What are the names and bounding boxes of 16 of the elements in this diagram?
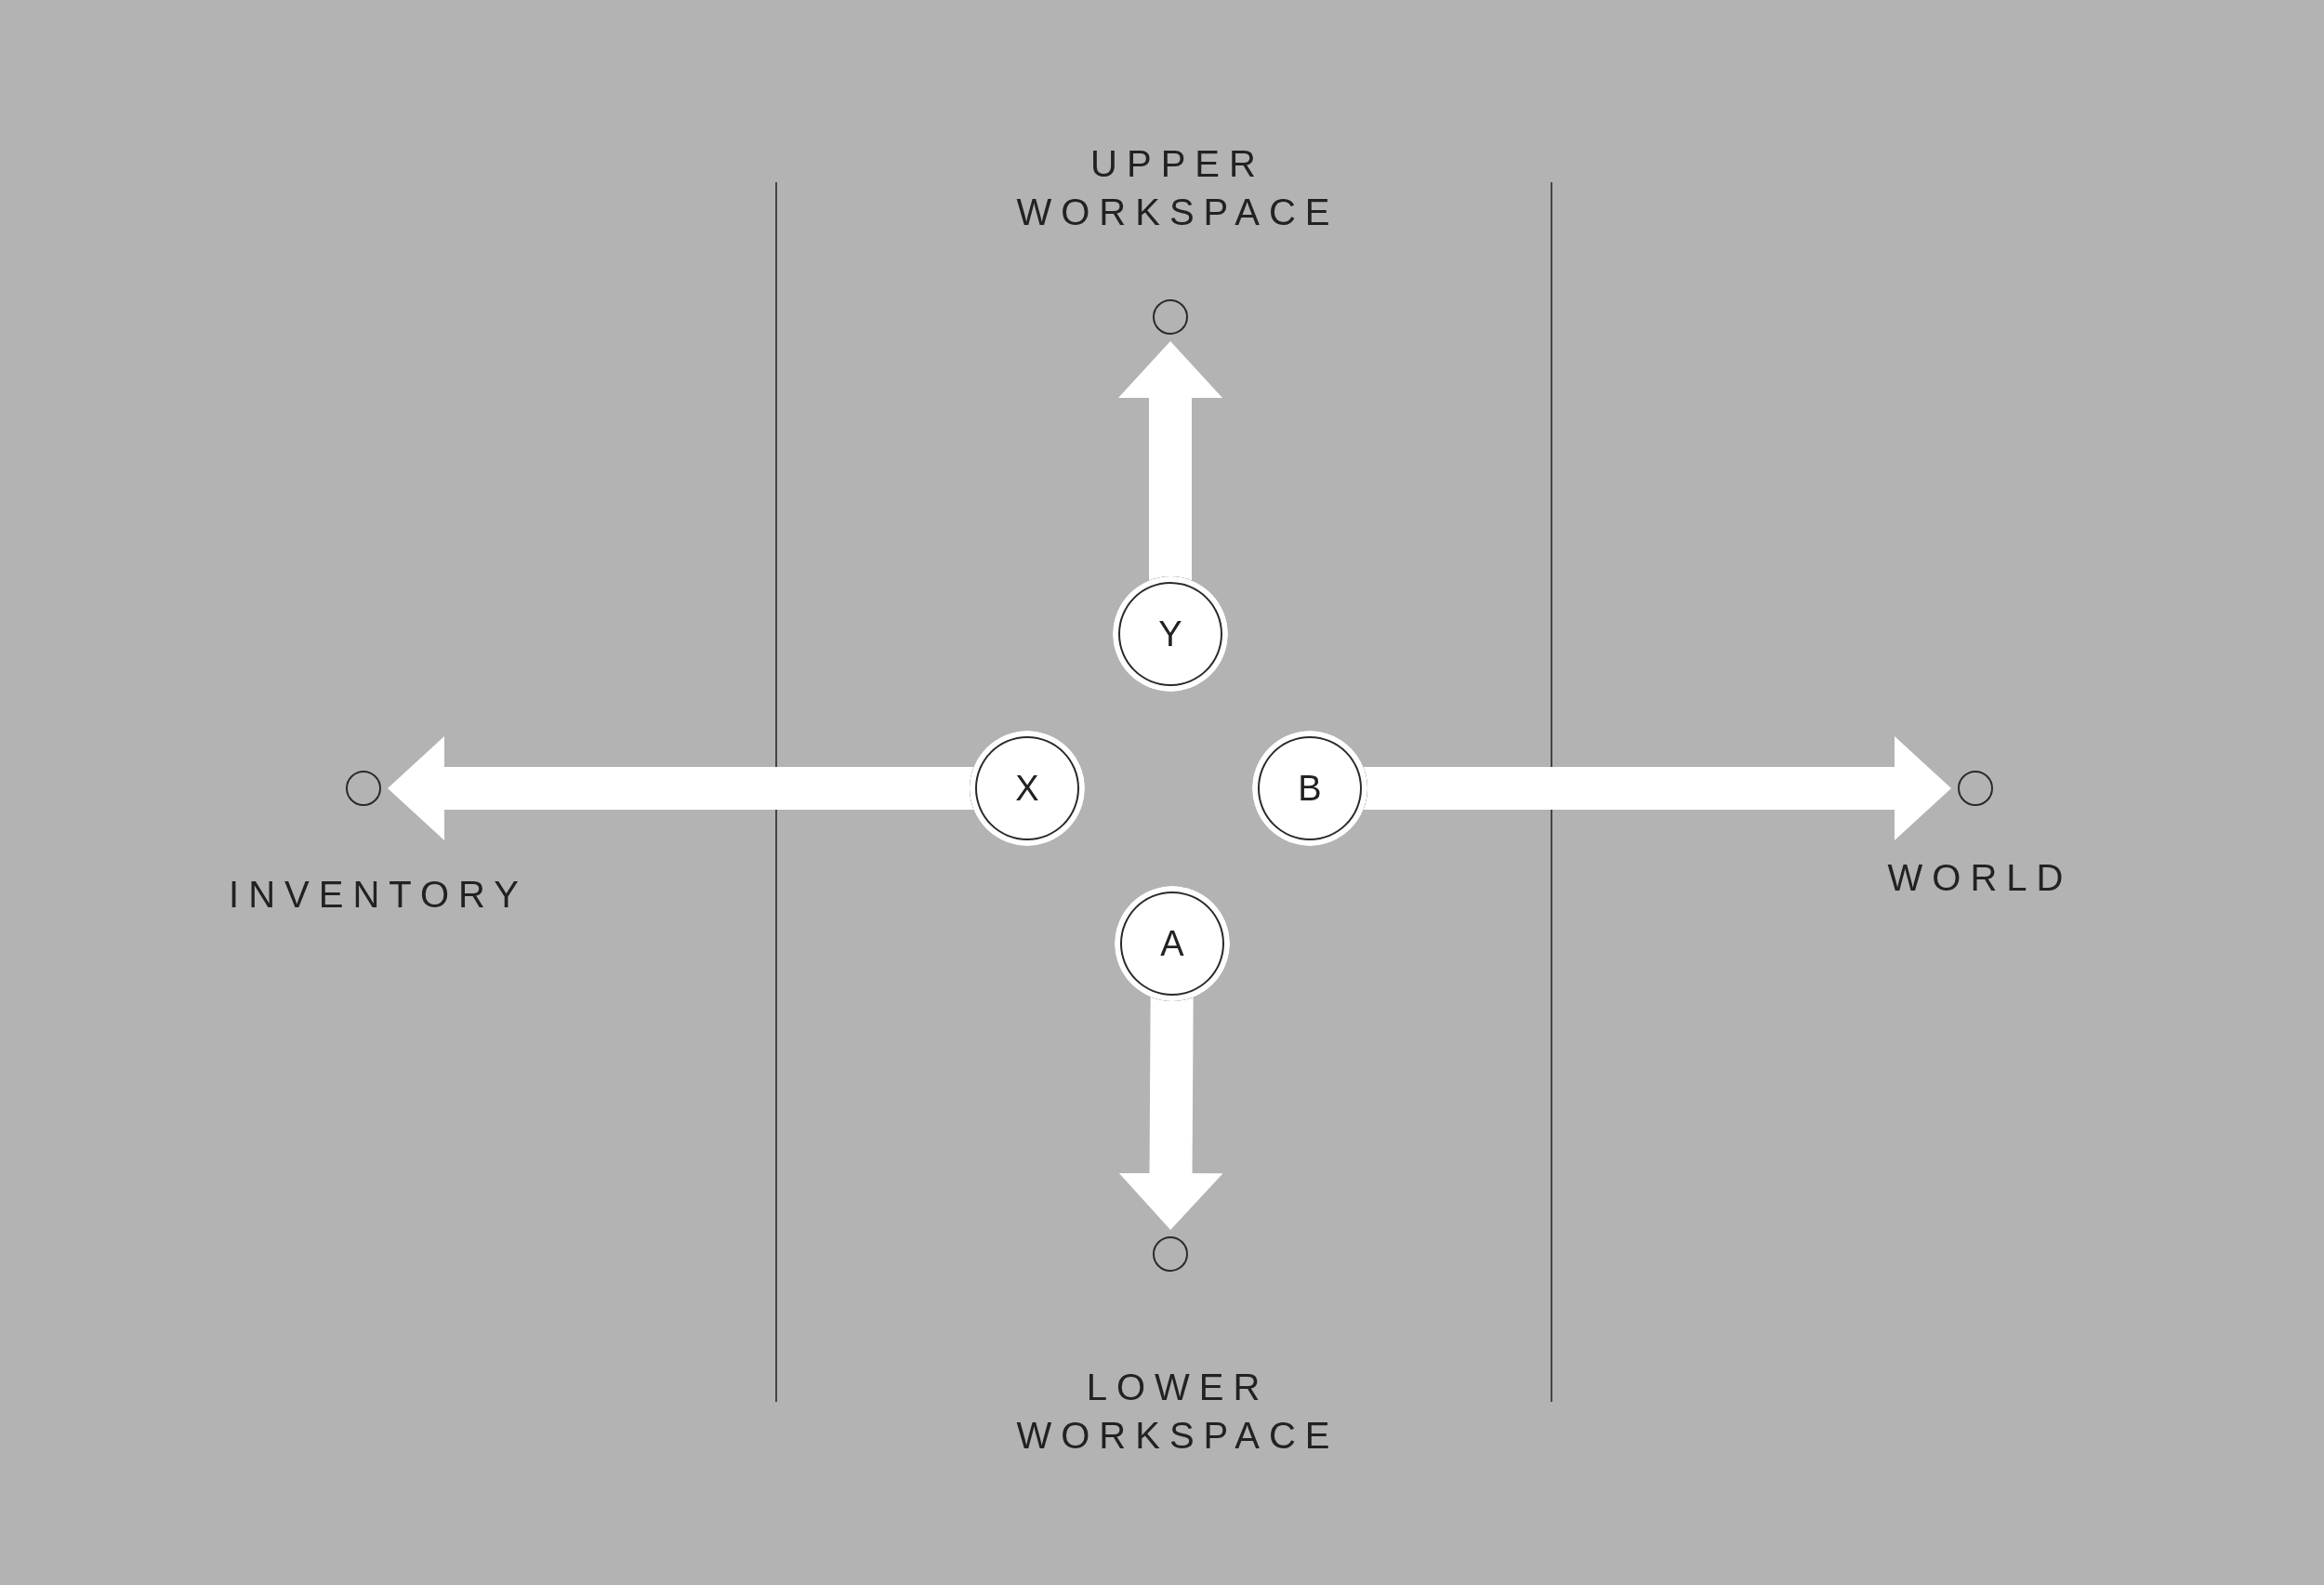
- target-circle: [346, 771, 381, 806]
- arrow: [1364, 736, 1951, 840]
- target-circle: [1153, 299, 1188, 335]
- zone-label: UPPER WORKSPACE: [1015, 142, 1340, 234]
- zone-label: WORLD: [1886, 856, 2073, 900]
- controller-button: B: [1252, 731, 1367, 846]
- target-circle: [1958, 771, 1993, 806]
- arrow: [1118, 341, 1222, 580]
- zone-label: INVENTORY: [228, 873, 528, 917]
- zone-label: LOWER WORKSPACE: [1015, 1366, 1340, 1458]
- controller-button: A: [1115, 886, 1230, 1001]
- target-circle: [1153, 1236, 1188, 1272]
- arrow: [388, 736, 973, 840]
- controller-button: Y: [1113, 576, 1228, 692]
- controller-button: X: [970, 731, 1085, 846]
- arrow: [1118, 997, 1223, 1230]
